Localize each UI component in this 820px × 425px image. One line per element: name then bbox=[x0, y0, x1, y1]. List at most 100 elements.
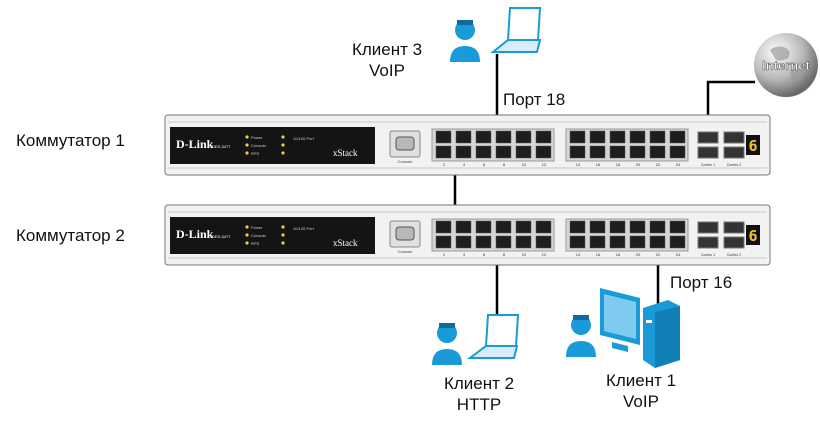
rj45-port bbox=[535, 130, 552, 144]
rj45-port bbox=[609, 130, 626, 144]
led-indicator bbox=[245, 143, 249, 147]
led-indicator bbox=[245, 225, 249, 229]
rj45-port bbox=[569, 130, 586, 144]
rj45-port bbox=[609, 235, 626, 249]
client3-laptop-icon bbox=[490, 7, 542, 53]
led-label: RPS bbox=[251, 151, 260, 156]
client1-person-icon bbox=[566, 315, 596, 357]
switch-front-panel bbox=[170, 217, 375, 254]
client1-service: VoIP bbox=[623, 392, 659, 411]
port-number: 10 bbox=[522, 162, 527, 167]
combo-label: Combo 1 bbox=[701, 163, 715, 167]
combo-label: Combo 2 bbox=[727, 163, 741, 167]
rj45-port bbox=[669, 220, 686, 234]
combo-slot bbox=[697, 236, 719, 249]
brand-logo: D-Link bbox=[176, 137, 214, 151]
rj45-port bbox=[569, 145, 586, 159]
led-indicator bbox=[245, 135, 249, 139]
port-number: 8 bbox=[503, 162, 506, 167]
unit-display bbox=[746, 135, 760, 155]
brand-logo: D-Link bbox=[176, 227, 214, 241]
led-label: Power bbox=[251, 135, 263, 140]
rj45-port bbox=[435, 220, 452, 234]
internet-globe-icon: Internet bbox=[754, 33, 818, 97]
port-number: 18 bbox=[616, 162, 621, 167]
port-number: 18 bbox=[616, 252, 621, 257]
series-label: xStack bbox=[333, 148, 358, 158]
internet-label: Internet bbox=[762, 58, 810, 73]
client2-name: Клиент 2 bbox=[443, 374, 515, 393]
port-number: 6 bbox=[483, 162, 486, 167]
rj45-port bbox=[495, 235, 512, 249]
port-number: 6 bbox=[483, 252, 486, 257]
rj45-port bbox=[475, 130, 492, 144]
rj45-port bbox=[649, 235, 666, 249]
port-number: 2 bbox=[443, 162, 446, 167]
led-label: Console bbox=[251, 143, 266, 148]
rj45-port bbox=[649, 130, 666, 144]
rj45-port bbox=[535, 235, 552, 249]
rj45-port bbox=[475, 235, 492, 249]
client3-service: VoIP bbox=[369, 61, 405, 80]
port-number: 22 bbox=[656, 162, 661, 167]
rj45-port bbox=[629, 145, 646, 159]
rj45-port bbox=[589, 130, 606, 144]
port-number: 24 bbox=[676, 252, 681, 257]
port-number: 14 bbox=[576, 252, 581, 257]
rj45-port bbox=[435, 235, 452, 249]
combo-slot bbox=[697, 131, 719, 144]
rj45-port bbox=[589, 235, 606, 249]
rj45-port bbox=[515, 130, 532, 144]
rj45-port bbox=[495, 145, 512, 159]
rj45-port bbox=[515, 220, 532, 234]
rj45-port bbox=[629, 220, 646, 234]
port-number: 20 bbox=[636, 252, 641, 257]
led-indicator bbox=[281, 143, 285, 147]
console-label: Console bbox=[398, 249, 413, 254]
rj45-port bbox=[455, 145, 472, 159]
led-port-label: 10/100 Port bbox=[293, 226, 315, 231]
switch1-label: Коммутатор 1 bbox=[16, 131, 125, 150]
rj45-port bbox=[609, 145, 626, 159]
port16-label: Порт 16 bbox=[670, 273, 733, 292]
led-indicator bbox=[245, 151, 249, 155]
rj45-port bbox=[455, 235, 472, 249]
port-number: 4 bbox=[463, 162, 466, 167]
switch-front-panel bbox=[170, 127, 375, 164]
client1-name: Клиент 1 bbox=[605, 371, 677, 390]
port18-label: Порт 18 bbox=[503, 90, 566, 109]
rj45-port bbox=[649, 220, 666, 234]
rj45-port bbox=[569, 220, 586, 234]
series-label: xStack bbox=[333, 238, 358, 248]
rj45-port bbox=[669, 235, 686, 249]
client3-name: Клиент 3 bbox=[351, 40, 423, 59]
combo-slot bbox=[697, 146, 719, 159]
port-number: 8 bbox=[503, 252, 506, 257]
led-indicator bbox=[281, 225, 285, 229]
port-number: 14 bbox=[576, 162, 581, 167]
combo-slot bbox=[723, 221, 745, 234]
combo-label: Combo 2 bbox=[727, 253, 741, 257]
rj45-port bbox=[475, 145, 492, 159]
rj45-port bbox=[535, 145, 552, 159]
client1-label: Клиент 1 VoIP bbox=[586, 370, 696, 412]
port-number: 16 bbox=[596, 162, 601, 167]
led-label: RPS bbox=[251, 241, 260, 246]
rj45-port bbox=[589, 145, 606, 159]
led-label: Power bbox=[251, 225, 263, 230]
rj45-port bbox=[629, 235, 646, 249]
rj45-port bbox=[669, 130, 686, 144]
client3-label: Клиент 3 VoIP bbox=[332, 39, 442, 81]
unit-display bbox=[746, 225, 760, 245]
rj45-port bbox=[535, 220, 552, 234]
port-number: 2 bbox=[443, 252, 446, 257]
client1-desktop-icon bbox=[600, 288, 680, 368]
port-number: 24 bbox=[676, 162, 681, 167]
model-label: DES-3477 bbox=[212, 144, 231, 149]
rj45-port bbox=[609, 220, 626, 234]
led-indicator bbox=[281, 135, 285, 139]
rj45-port bbox=[515, 235, 532, 249]
